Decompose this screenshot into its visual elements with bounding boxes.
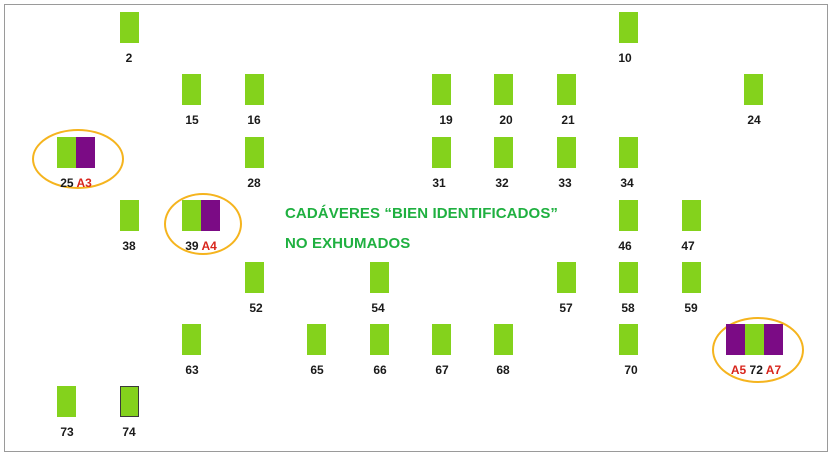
grave-label-58: 58: [621, 301, 635, 315]
map-title-line-1: CADÁVERES “BIEN IDENTIFICADOS”: [285, 205, 559, 222]
grave-label-28: 28: [247, 176, 261, 190]
grave-label-65: 65: [310, 363, 324, 377]
grave-label-47: 47: [681, 239, 695, 253]
grave-52: [245, 262, 264, 293]
grave-57: [557, 262, 576, 293]
grave-32: [494, 137, 513, 168]
grave-73: [57, 386, 76, 417]
grave-24: [744, 74, 763, 105]
grave-72-exhumed-left: [726, 324, 745, 355]
grave-25: [57, 137, 76, 168]
grave-65: [307, 324, 326, 355]
grave-label-19: 19: [439, 113, 453, 127]
grave-47: [682, 200, 701, 231]
grave-68: [494, 324, 513, 355]
grave-label-32: 32: [495, 176, 509, 190]
grave-label-20: 20: [499, 113, 513, 127]
grave-id-a3: A3: [76, 176, 92, 190]
grave-39-exhumed: [201, 200, 220, 231]
cemetery-map: CADÁVERES “BIEN IDENTIFICADOS” NO EXHUMA…: [4, 4, 828, 452]
grave-label-67: 67: [435, 363, 449, 377]
grave-label-16: 16: [247, 113, 261, 127]
grave-label-54: 54: [371, 301, 385, 315]
grave-label-66: 66: [373, 363, 387, 377]
grave-label-74: 74: [122, 425, 136, 439]
grave-20: [494, 74, 513, 105]
grave-label-59: 59: [684, 301, 698, 315]
grave-label-63: 63: [185, 363, 199, 377]
grave-21: [557, 74, 576, 105]
grave-label-73: 73: [60, 425, 74, 439]
grave-70: [619, 324, 638, 355]
grave-label-2: 2: [125, 51, 133, 65]
grave-label-10: 10: [618, 51, 632, 65]
grave-33: [557, 137, 576, 168]
grave-31: [432, 137, 451, 168]
grave-66: [370, 324, 389, 355]
grave-34: [619, 137, 638, 168]
grave-label-34: 34: [620, 176, 634, 190]
grave-72: [745, 324, 764, 355]
grave-label-38: 38: [122, 239, 136, 253]
grave-59: [682, 262, 701, 293]
grave-label-33: 33: [558, 176, 572, 190]
grave-label-72: A5 72 A7: [731, 363, 781, 377]
grave-number-39: 39: [185, 239, 199, 253]
grave-72-exhumed-right: [764, 324, 783, 355]
grave-25-exhumed: [76, 137, 95, 168]
grave-19: [432, 74, 451, 105]
grave-10: [619, 12, 638, 43]
map-title-line-2: NO EXHUMADOS: [285, 235, 411, 252]
grave-label-68: 68: [496, 363, 510, 377]
grave-label-15: 15: [185, 113, 199, 127]
grave-number-72: 72: [749, 363, 763, 377]
grave-label-70: 70: [624, 363, 638, 377]
grave-label-24: 24: [747, 113, 761, 127]
grave-38: [120, 200, 139, 231]
grave-16: [245, 74, 264, 105]
grave-number-25: 25: [60, 176, 74, 190]
grave-54: [370, 262, 389, 293]
grave-15: [182, 74, 201, 105]
grave-id-a7: A7: [765, 363, 782, 377]
grave-74: [120, 386, 139, 417]
grave-label-39: 39 A4: [185, 239, 217, 253]
grave-label-21: 21: [561, 113, 575, 127]
grave-label-31: 31: [432, 176, 446, 190]
grave-label-46: 46: [618, 239, 632, 253]
grave-id-a5: A5: [730, 363, 747, 377]
grave-label-52: 52: [249, 301, 263, 315]
grave-2: [120, 12, 139, 43]
grave-28: [245, 137, 264, 168]
highlight-circle-25: [32, 129, 124, 189]
grave-58: [619, 262, 638, 293]
grave-46: [619, 200, 638, 231]
grave-39: [182, 200, 201, 231]
grave-id-a4: A4: [201, 239, 217, 253]
highlight-circle-72: [712, 317, 804, 383]
grave-63: [182, 324, 201, 355]
highlight-circle-39: [164, 193, 242, 255]
grave-label-57: 57: [559, 301, 573, 315]
grave-label-25: 25 A3: [60, 176, 92, 190]
grave-67: [432, 324, 451, 355]
